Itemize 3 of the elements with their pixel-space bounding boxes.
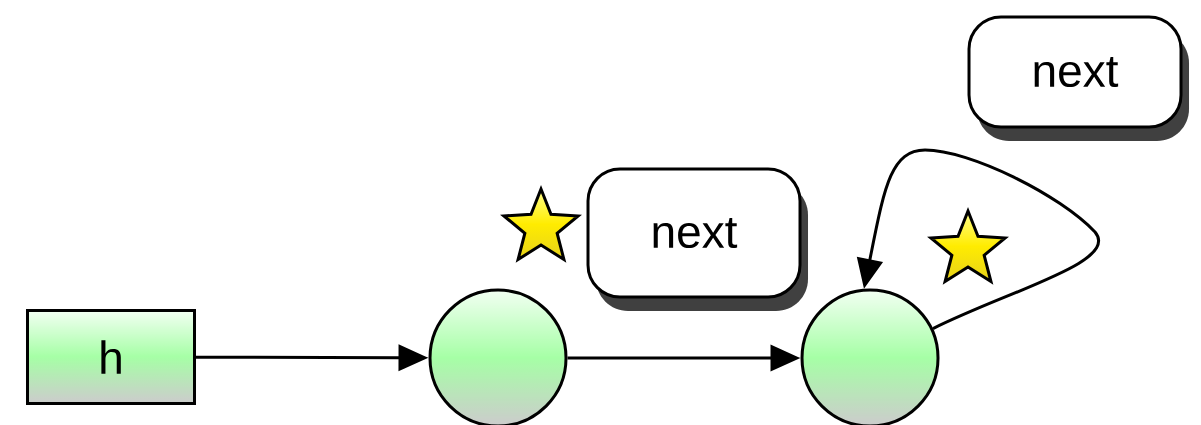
label-box: next <box>967 15 1189 141</box>
pointer-box: h <box>26 309 196 405</box>
label-box: next <box>586 167 808 311</box>
